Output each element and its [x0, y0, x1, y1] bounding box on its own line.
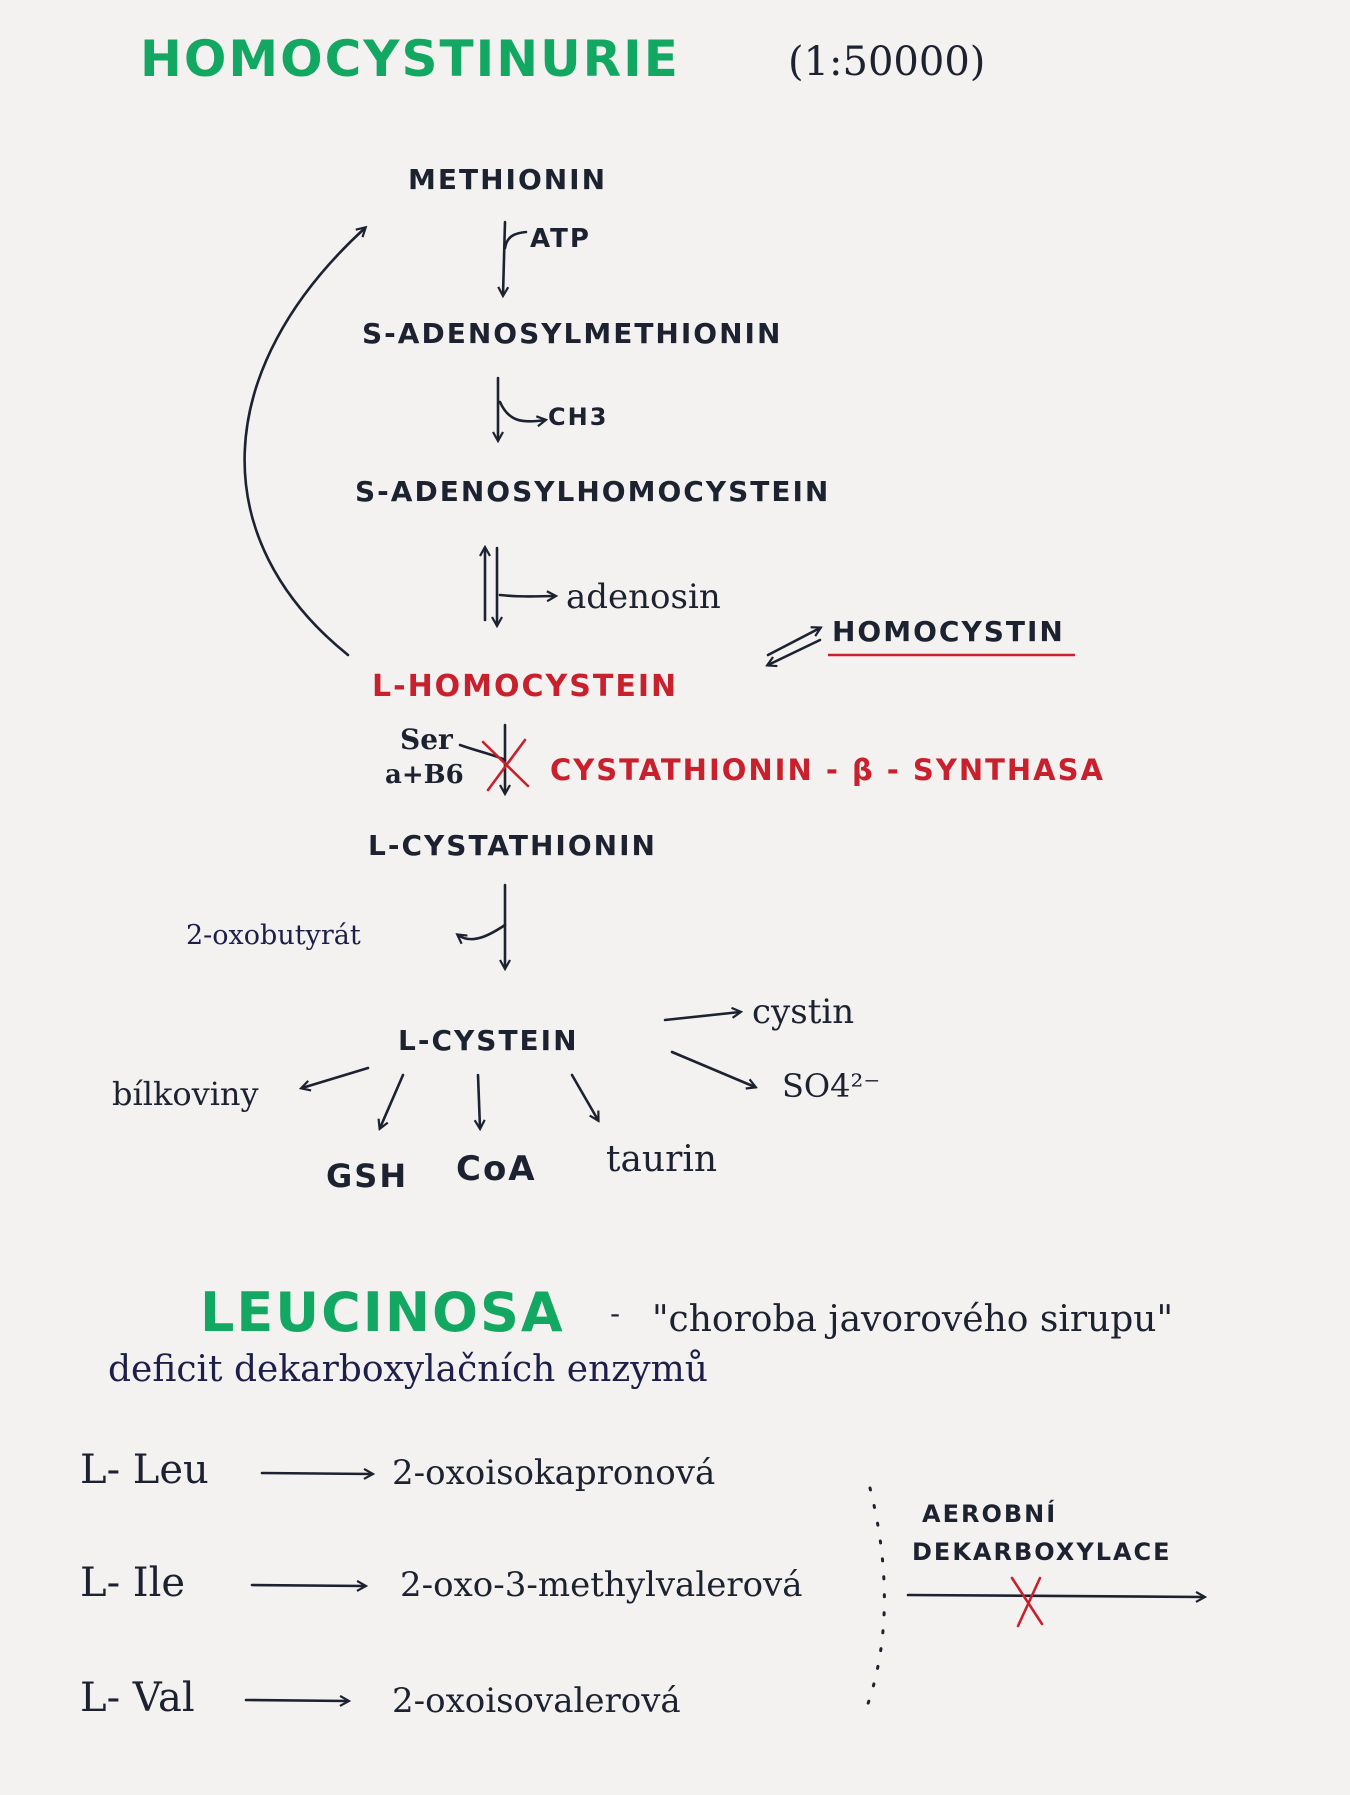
atp-label: ATP	[530, 224, 591, 254]
leucinosa-dash: -	[610, 1297, 621, 1330]
sam-label: S-ADENOSYLMETHIONIN	[362, 317, 783, 350]
frequency-label: (1:50000)	[788, 39, 986, 85]
homocystin-eq-upper	[766, 628, 820, 657]
to-taurin	[570, 1073, 598, 1120]
sah-label: S-ADENOSYLHOMOCYSTEIN	[355, 475, 831, 508]
cystin-label: cystin	[752, 992, 855, 1032]
taurin-label: taurin	[606, 1139, 718, 1180]
cystein-label: L-CYSTEIN	[398, 1024, 579, 1057]
cbs-enzyme-label: CYSTATHIONIN - β - SYNTHASA	[550, 753, 1105, 787]
to-gsh	[380, 1073, 405, 1128]
leu-label: L- Leu	[80, 1447, 209, 1493]
to-coa	[478, 1073, 480, 1128]
b6-label: a+B6	[385, 760, 464, 790]
leu-product: 2-oxoisokapronová	[392, 1453, 716, 1493]
leu-arrow	[260, 1473, 372, 1474]
methionin-label: METHIONIN	[408, 163, 608, 196]
gsh-label: GSH	[326, 1157, 409, 1195]
homocystein-label: L-HOMOCYSTEIN	[372, 669, 679, 704]
to-sulfate	[670, 1050, 755, 1087]
leucinosa-title: LEUCINOSA	[200, 1281, 565, 1344]
sulfate-label: SO4²⁻	[782, 1067, 881, 1105]
coa-label: CoA	[456, 1149, 537, 1189]
ch3-label: CH3	[548, 403, 609, 431]
val-label: L- Val	[80, 1675, 195, 1721]
to-proteins	[302, 1066, 370, 1088]
ile-arrow	[250, 1585, 365, 1586]
remethylation-arrow	[243, 228, 365, 657]
homocystin-label: HOMOCYSTIN	[832, 615, 1065, 648]
adenosin-label: adenosin	[566, 577, 721, 617]
aerobni-label: AEROBNÍ	[922, 1500, 1058, 1528]
dekarboxylace-label: DEKARBOXYLACE	[912, 1538, 1172, 1566]
to-cystin	[663, 1012, 740, 1022]
val-arrow	[244, 1700, 348, 1701]
bilkoviny-label: bílkoviny	[112, 1075, 259, 1113]
block-cross-icon	[481, 738, 530, 792]
dotted-bracket	[863, 1486, 886, 1714]
deficit-label: deficit dekarboxylačních enzymů	[108, 1349, 708, 1390]
leucinosa-subtitle: "choroba javorového sirupu"	[652, 1299, 1174, 1340]
ile-product: 2-oxo-3-methylvalerová	[400, 1565, 803, 1605]
cystathionin-label: L-CYSTATHIONIN	[368, 829, 657, 862]
decarboxylation-block-icon	[1010, 1576, 1044, 1628]
atp-arrow	[503, 220, 505, 295]
ser-label: Ser	[400, 723, 453, 756]
oxobutyrat-label: 2-oxobutyrát	[186, 920, 361, 951]
homocystin-eq-lower	[768, 638, 822, 665]
decarboxylation-arrow	[906, 1595, 1204, 1597]
homocystinurie-title: HOMOCYSTINURIE	[140, 30, 680, 88]
ile-label: L- Ile	[80, 1560, 186, 1606]
val-product: 2-oxoisovalerová	[392, 1681, 681, 1721]
